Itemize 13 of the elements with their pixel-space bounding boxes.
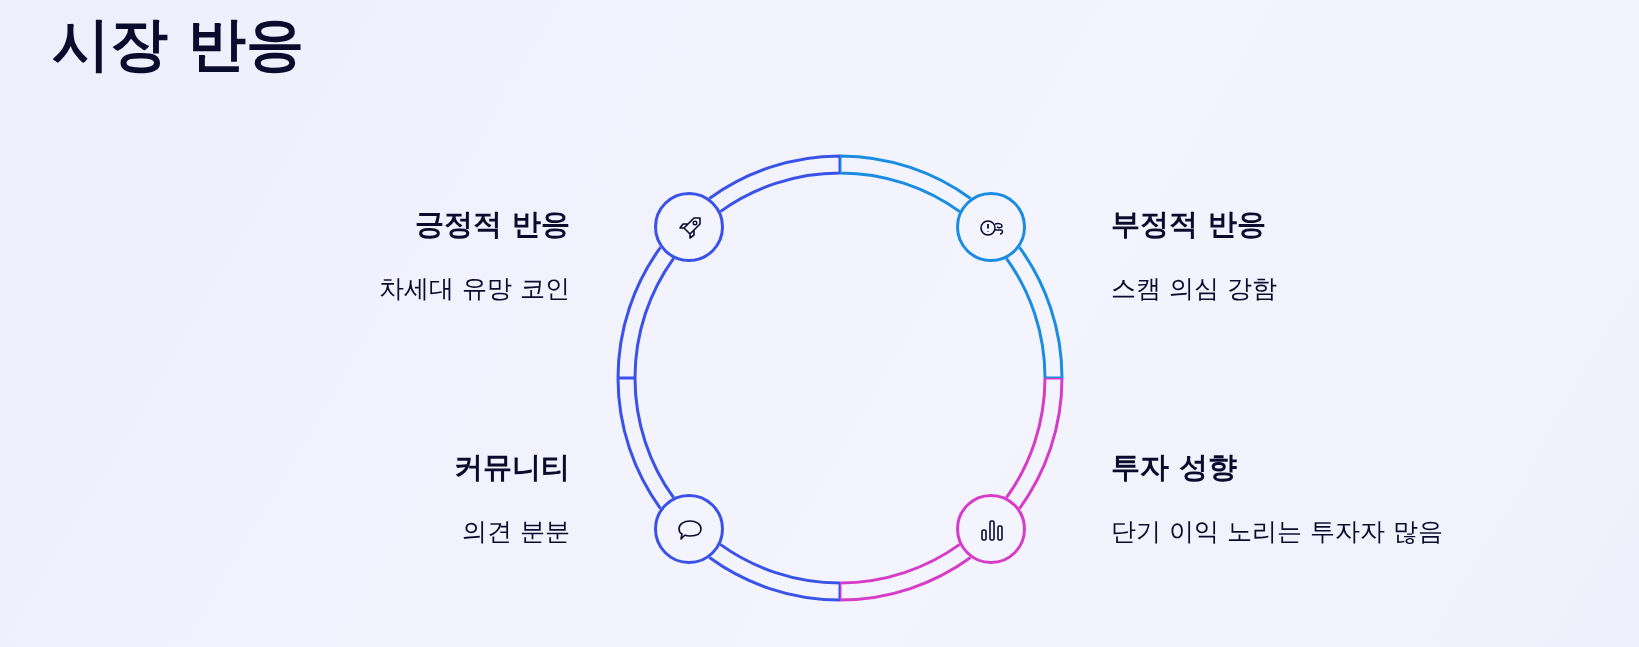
description: 의견 분분	[462, 517, 570, 547]
ring-arc	[707, 154, 973, 214]
ring-arc	[1004, 245, 1064, 511]
description: 차세대 유망 코인	[379, 274, 570, 304]
ring-arc	[707, 542, 973, 602]
heading: 투자 성향	[1111, 450, 1238, 485]
heading: 부정적 반응	[1111, 207, 1267, 242]
title: 시장 반응	[52, 10, 305, 80]
description: 스캠 의심 강함	[1111, 274, 1277, 304]
heading: 커뮤니티	[454, 450, 570, 485]
heading: 긍정적 반응	[414, 207, 570, 242]
description: 단기 이익 노리는 투자자 많음	[1111, 517, 1443, 547]
ring-arc	[616, 245, 676, 511]
